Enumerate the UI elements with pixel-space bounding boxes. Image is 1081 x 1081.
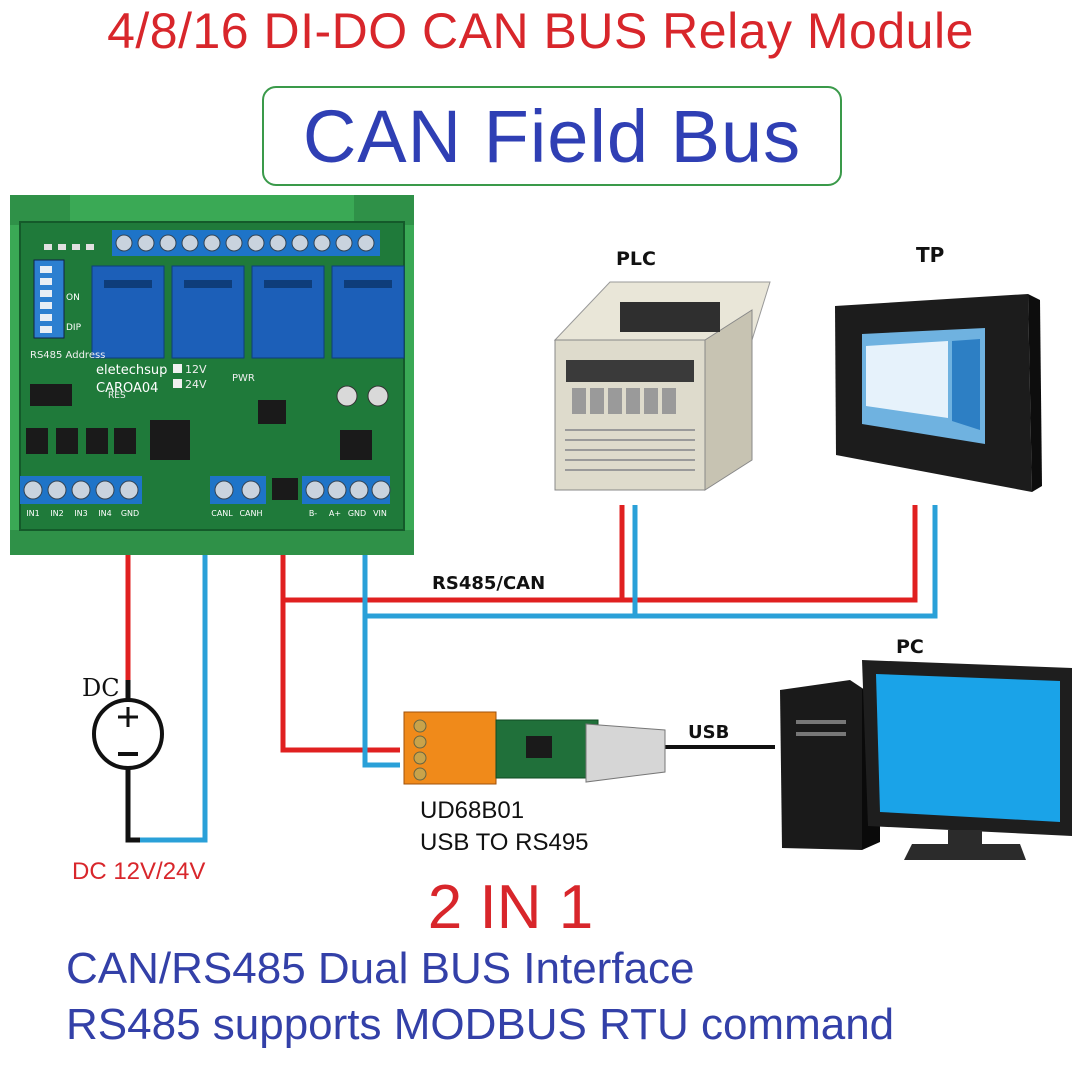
plc-label: PLC	[616, 248, 656, 270]
ics	[26, 384, 372, 500]
housing-bottom	[10, 530, 414, 555]
dc-symbol-label: DC	[82, 674, 120, 702]
plc-device	[553, 281, 771, 491]
dc-source-symbol	[92, 698, 164, 770]
pc-device	[780, 660, 1072, 860]
usb-plug	[585, 723, 666, 783]
usb-rs485-adapter	[403, 711, 666, 785]
model-label: CAROA04	[96, 381, 158, 396]
adapter-description: USB TO RS495	[420, 829, 589, 856]
usb-label: USB	[688, 722, 729, 743]
relay-2	[171, 265, 245, 359]
housing-clip-left	[10, 195, 70, 225]
subtitle-frame: CAN Field Bus	[262, 86, 842, 186]
power-wire-negative	[125, 555, 208, 843]
bus-wire-blue	[365, 505, 938, 619]
pc-label: PC	[896, 636, 924, 658]
bottom-terminal-screws	[23, 480, 391, 500]
terminal-b-minus: B-	[309, 509, 317, 518]
res-label: RES	[108, 391, 126, 401]
voltage-24v: 24V	[185, 378, 207, 391]
dip-label: DIP	[66, 323, 82, 333]
voltage-12v: 12V	[185, 363, 207, 376]
feature-dual-bus: CAN/RS485 Dual BUS Interface	[66, 944, 695, 993]
terminal-gnd-right: GND	[348, 509, 366, 518]
terminal-a-plus: A+	[329, 509, 341, 518]
terminal-vin: VIN	[373, 509, 387, 518]
on-label: ON	[66, 293, 80, 303]
power-wire-negative-blue	[140, 555, 208, 843]
touch-panel-device	[835, 294, 1042, 492]
pwr-label: PWR	[232, 373, 255, 384]
relay-3	[251, 265, 325, 359]
terminal-canh: CANH	[239, 509, 262, 518]
adapter-model: UD68B01	[420, 797, 524, 824]
terminal-in1: IN1	[26, 509, 39, 518]
pc-tower	[780, 680, 862, 850]
terminal-canl: CANL	[211, 509, 233, 518]
terminal-in3: IN3	[74, 509, 87, 518]
feature-modbus: RS485 supports MODBUS RTU command	[66, 1000, 895, 1049]
relays	[91, 265, 405, 359]
plc-top-terminals	[620, 302, 720, 332]
plc-side	[704, 309, 753, 491]
bus-wire-red-adapter	[280, 555, 400, 753]
wiring	[125, 505, 938, 843]
bus-label: RS485/CAN	[432, 573, 545, 594]
bus-wire-red	[283, 505, 918, 603]
input-leds	[44, 244, 94, 250]
top-terminal-screws	[115, 234, 375, 252]
tp-label: TP	[916, 243, 944, 267]
top-terminal-block	[112, 230, 380, 256]
bus-wire-blue-adapter	[362, 555, 400, 768]
terminal-in4: IN4	[98, 509, 111, 518]
housing-clip-right	[354, 195, 414, 225]
pc-screen	[876, 674, 1060, 822]
capacitor-1	[336, 385, 358, 407]
supply-label: DC 12V/24V	[72, 858, 205, 885]
relay-module-board: ON DIP RS485 Address eletechsup CAROA04 …	[10, 195, 414, 555]
relay-1	[91, 265, 165, 359]
terminal-gnd-left: GND	[121, 509, 139, 518]
address-label: RS485 Address	[30, 350, 105, 361]
headline-2-in-1: 2 IN 1	[427, 873, 594, 942]
page-title: 4/8/16 DI-DO CAN BUS Relay Module	[107, 3, 974, 59]
relay-4	[331, 265, 405, 359]
brand-label: eletechsup	[96, 363, 167, 378]
capacitor-2	[367, 385, 389, 407]
terminal-in2: IN2	[50, 509, 63, 518]
subtitle: CAN Field Bus	[302, 94, 802, 178]
